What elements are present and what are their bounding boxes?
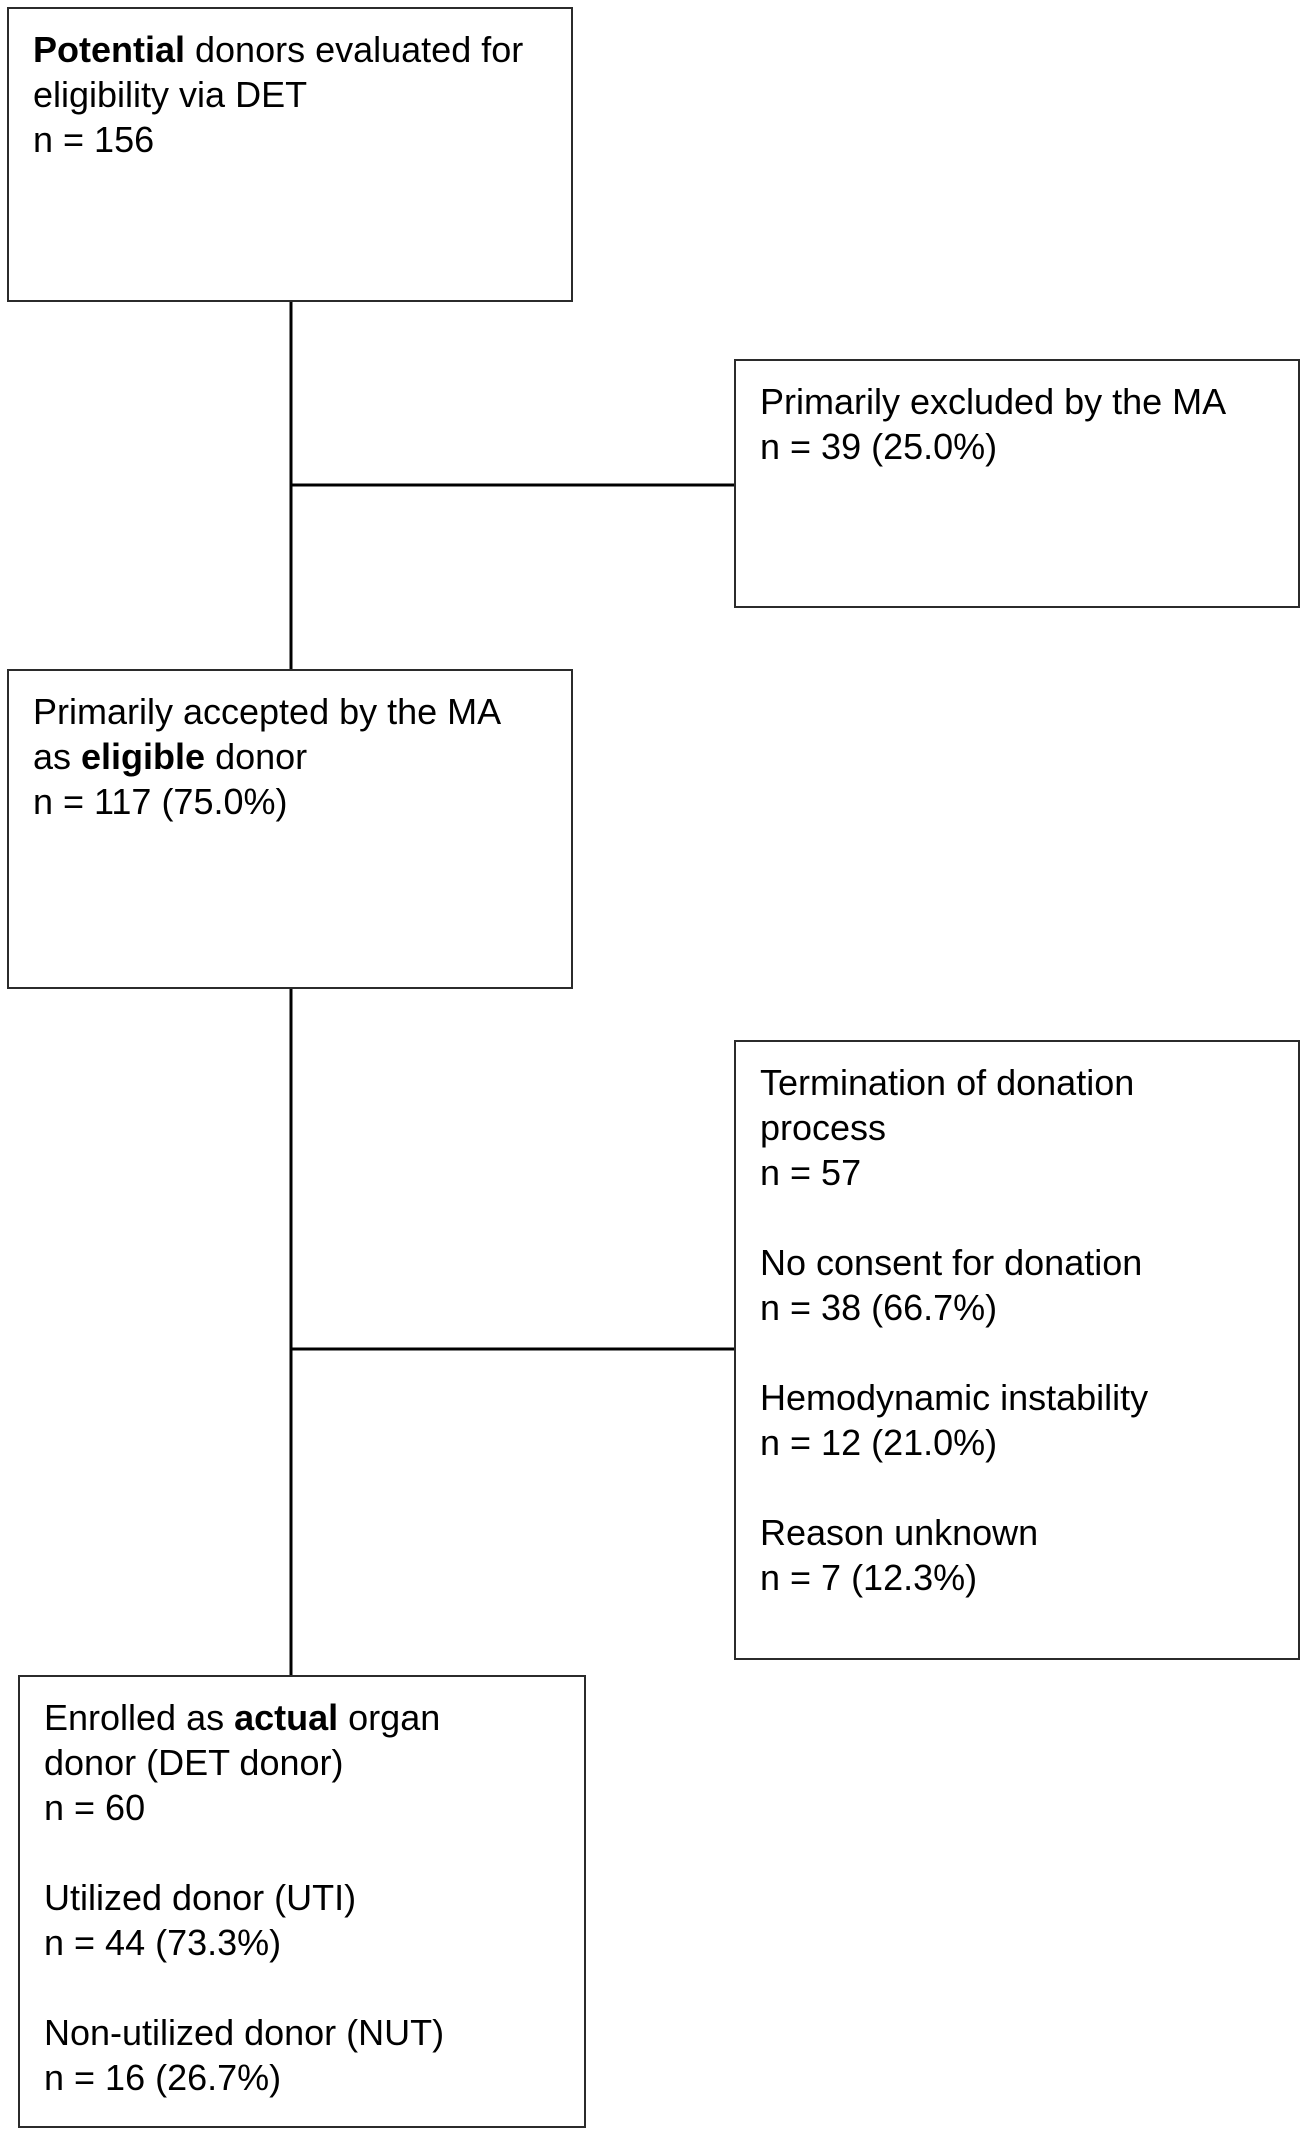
actual-donors-title: Enrolled as actual organ [44,1695,560,1740]
eligible-bold-word: eligible [81,736,206,777]
reason-hemodynamic-count: n = 12 (21.0%) [760,1422,998,1463]
potential-donors-title: Potential donors evaluated for [33,27,547,72]
eligible-donors-title: Primarily accepted by the MA [33,691,502,732]
spacer [760,1195,1274,1240]
utilized-donor-label: Utilized donor (UTI) [44,1877,357,1918]
spacer [44,1830,560,1875]
actual-bold-word: actual [234,1697,339,1738]
eligible-donors-subtitle: as eligible donor [33,734,547,779]
spacer [760,1465,1274,1510]
eligible-donors-count: n = 117 (75.0%) [33,781,288,822]
reason-unknown-count: n = 7 (12.3%) [760,1557,978,1598]
actual-donors-box: Enrolled as actual organ donor (DET dono… [18,1675,586,2128]
utilized-donor-count: n = 44 (73.3%) [44,1922,282,1963]
excluded-donors-title: Primarily excluded by the MA [760,381,1227,422]
eligible-donors-box: Primarily accepted by the MA as eligible… [7,669,573,989]
potential-bold-word: Potential [33,29,186,70]
excluded-donors-box: Primarily excluded by the MA n = 39 (25.… [734,359,1300,608]
reason-hemodynamic-label: Hemodynamic instability [760,1377,1149,1418]
potential-title-rest: donors evaluated for [185,29,524,70]
reason-unknown-label: Reason unknown [760,1512,1039,1553]
actual-title-pre: Enrolled as [44,1697,235,1738]
potential-donors-box: Potential donors evaluated for eligibili… [7,7,573,302]
non-utilized-donor-label: Non-utilized donor (NUT) [44,2012,445,2053]
actual-donors-count: n = 60 [44,1787,146,1828]
actual-donors-subtitle: donor (DET donor) [44,1742,344,1783]
termination-title: Termination of donation [760,1062,1135,1103]
reason-no-consent-count: n = 38 (66.7%) [760,1287,998,1328]
actual-title-post: organ [338,1697,441,1738]
non-utilized-donor-count: n = 16 (26.7%) [44,2057,282,2098]
reason-no-consent-label: No consent for donation [760,1242,1143,1283]
eligible-subtitle-pre: as [33,736,82,777]
termination-box: Termination of donation process n = 57 N… [734,1040,1300,1660]
spacer [44,1965,560,2010]
termination-count: n = 57 [760,1152,862,1193]
termination-title-continued: process [760,1107,887,1148]
spacer [760,1330,1274,1375]
potential-donors-subtitle: eligibility via DET [33,74,308,115]
eligible-subtitle-post: donor [205,736,308,777]
excluded-donors-count: n = 39 (25.0%) [760,426,998,467]
potential-donors-count: n = 156 [33,119,155,160]
